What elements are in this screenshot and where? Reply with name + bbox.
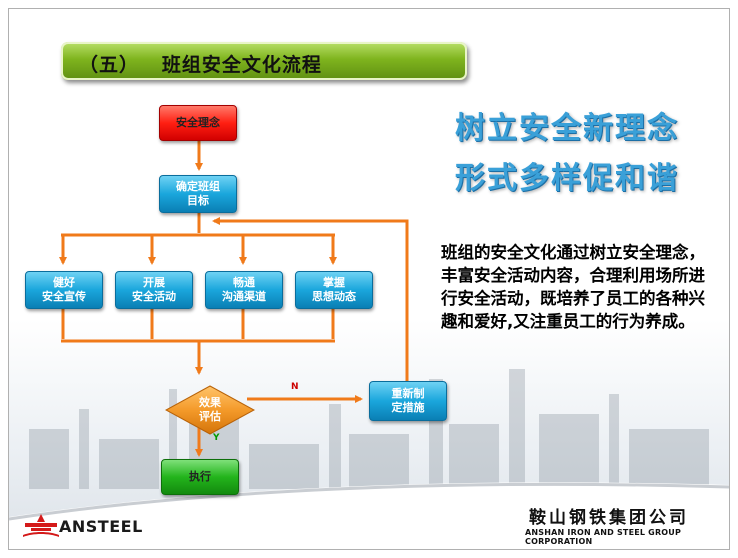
node-activity-1-line1: 健好 [53, 276, 75, 289]
title-bar: （五） 班组安全文化流程 [61, 42, 467, 80]
node-activity-2: 开展 安全活动 [115, 271, 193, 309]
node-set-goal-line2: 目标 [187, 194, 209, 207]
decision-label: 效果 评估 [165, 385, 255, 435]
node-set-goal: 确定班组 目标 [159, 175, 237, 213]
node-safety-concept: 安全理念 [159, 105, 237, 141]
slide-title: （五） 班组安全文化流程 [79, 54, 322, 76]
description-text: 班组的安全文化通过树立安全理念，丰富安全活动内容，合理利用场所进行安全活动，既培… [441, 243, 705, 331]
node-activity-1: 健好 安全宣传 [25, 271, 103, 309]
node-evaluate-decision: 效果 评估 [165, 385, 255, 435]
node-activity-4-line2: 思想动态 [312, 290, 356, 303]
slogan-line-2: 形式多样促和谐 [455, 161, 679, 196]
node-execute: 执行 [161, 459, 239, 495]
node-activity-4-line1: 掌握 [323, 276, 345, 289]
decision-line1: 效果 [199, 396, 221, 409]
ansteel-logo-icon [23, 514, 59, 537]
ansteel-logo-text: ANSTEEL [59, 517, 143, 536]
arrow-redo-feedback [212, 217, 409, 384]
decision-line2: 评估 [199, 410, 221, 423]
node-activity-2-line1: 开展 [143, 276, 165, 289]
yes-label: Y [213, 433, 220, 443]
node-activity-3-line1: 畅通 [233, 276, 255, 289]
node-activity-1-line2: 安全宣传 [42, 290, 86, 303]
node-activity-4: 掌握 思想动态 [295, 271, 373, 309]
node-redo-line1: 重新制 [391, 387, 425, 400]
node-activity-3-line2: 沟通渠道 [222, 290, 266, 303]
node-execute-label: 执行 [189, 470, 211, 483]
no-label: N [291, 382, 299, 392]
company-name-cn: 鞍山钢铁集团公司 [529, 508, 689, 528]
footer-swoosh [9, 482, 729, 549]
decision-diamond-shape [165, 385, 255, 435]
node-activity-2-line2: 安全活动 [132, 290, 176, 303]
flowchart-connectors [59, 141, 409, 457]
slogan-line-1: 树立安全新理念 [455, 111, 679, 146]
node-redo-measures: 重新制 定措施 [369, 381, 447, 421]
node-activity-3: 畅通 沟通渠道 [205, 271, 283, 309]
slide: （五） 班组安全文化流程 树立安全新理念 形式多样促和谐 班组的安全文化通过树立… [8, 8, 730, 550]
node-redo-line2: 定措施 [391, 401, 425, 414]
node-set-goal-line1: 确定班组 [176, 180, 220, 193]
node-safety-concept-label: 安全理念 [176, 116, 220, 129]
company-name-en: ANSHAN IRON AND STEEL GROUP CORPORATION [525, 528, 682, 546]
